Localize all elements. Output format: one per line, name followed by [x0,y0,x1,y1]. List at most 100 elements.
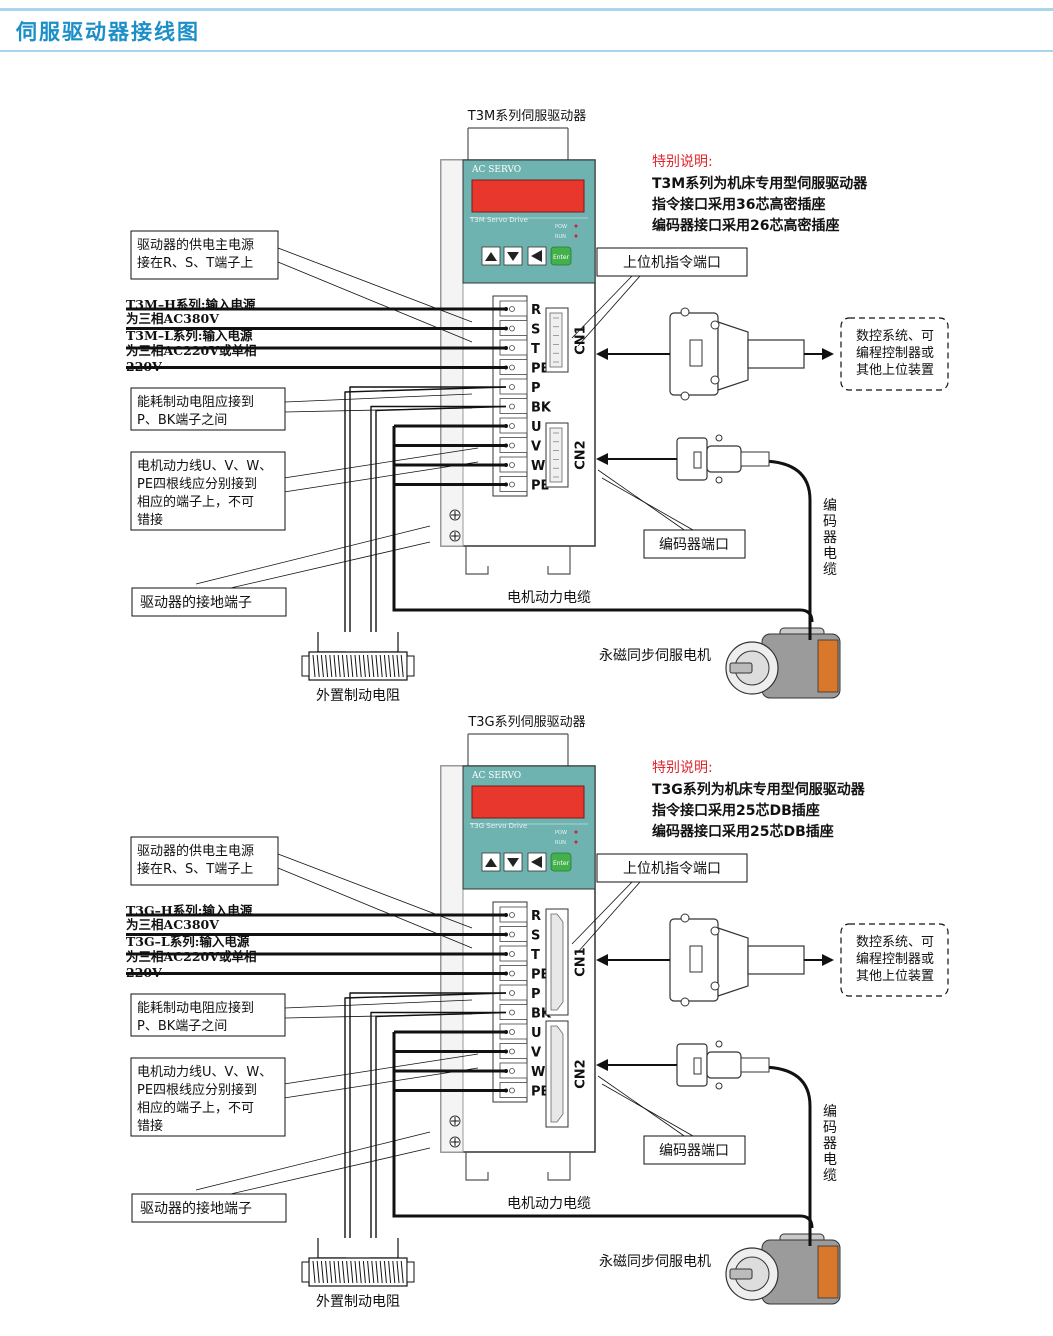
resistor-cap-right [406,1261,415,1283]
callout-power-text: 接在R、S、T端子上 [137,861,253,877]
resistor-coil [396,1260,400,1284]
resistor-coil [362,1260,366,1284]
leader-motor [283,461,479,493]
callout-motor-text: PE四根线应分别接到 [137,1082,257,1098]
model-text: T3G Servo Drive [469,822,527,830]
host-device-text: 其他上位装置 [856,969,934,984]
encoder-plug-hood [706,445,742,473]
callout-ground-text: 驱动器的接地端子 [140,594,252,611]
resistor-coil [400,654,404,678]
wire-dot [504,326,508,331]
host-plug-screw [680,913,690,923]
brake-wire-p-inner [344,386,507,632]
motor-label: 永磁同步伺服电机 [599,648,711,664]
resistor-coil [379,1260,383,1284]
resistor-coil [346,1260,350,1284]
terminal-label: U [531,1026,542,1041]
terminal-label: W [531,459,545,474]
header-bottom-rule [0,50,1053,52]
pow-led [574,224,578,228]
callout-brake-box [130,993,286,1037]
motor-power-cable-label: 电机动力电缆 [507,1196,591,1212]
resistor-coil [333,1260,337,1284]
encoder-plug-body [676,437,708,481]
page-title: 伺服驱动器接线图 [16,19,200,44]
terminal-screw [509,1087,515,1094]
host-arrow-head [596,348,608,360]
callout-brake-text: P、BK端子之间 [137,1019,227,1034]
resistor-coil [392,654,396,678]
power-spec-text: 220V [126,359,162,374]
callout-power-text: 接在R、S、T端子上 [137,255,253,271]
callout-ground-text: 驱动器的接地端子 [140,1200,252,1217]
wire-dot [504,424,508,428]
terminal-label: T [531,948,540,963]
terminal-label: W [531,1065,545,1080]
callout-encoder-port-text: 编码器端口 [659,1143,729,1159]
encoder-cable-label: 编 [823,1104,837,1120]
wire-dot [504,365,508,370]
note-title: 特别说明: [652,760,713,776]
servo-motor [725,1233,841,1305]
run-led [574,840,578,844]
callout-power-box [130,230,279,280]
terminal-label: P [531,381,541,396]
leader-encoder-port [601,477,701,535]
cn1-connector-socket [549,312,563,368]
resistor-coil [341,1260,345,1284]
leader-encoder-port [601,1083,701,1141]
resistor-coil [371,654,375,678]
terminal-label: BK [531,401,552,416]
callout-encoder-port-box [643,529,746,559]
terminal-label: PE [531,1085,549,1100]
terminal-label: T [531,342,540,357]
callout-power-box [130,836,279,886]
resistor-coil [312,1260,316,1284]
terminal-screw [509,951,515,957]
led-display [471,179,585,213]
resistor-coil [383,1260,387,1284]
resistor-coil [350,1260,354,1284]
terminal-screw [509,1068,515,1074]
leader-power [277,261,473,343]
callout-power-text: 驱动器的供电主电源 [137,843,254,859]
terminal-screw [509,325,515,332]
resistor-cap-right [406,655,415,677]
host-device-text: 数控系统、可 [856,329,934,344]
brand-label: AC SERVO [471,165,521,175]
callout-brake-text: 能耗制动电阻应接到 [137,1000,254,1016]
wire-dot [504,913,508,917]
encoder-plug-window [693,1057,702,1075]
leader-ground [195,1147,431,1203]
leader-host-port [571,275,633,339]
drive-title: T3G系列伺服驱动器 [467,715,585,730]
power-spec-text: 220V [126,965,162,980]
encoder-arrow-head [596,453,608,465]
terminal-screw [509,462,515,468]
wire-dot [504,952,508,956]
encoder-cable-label: 电 [823,546,837,562]
note-line: 编码器接口采用26芯高密插座 [652,217,839,234]
leader-brake [284,999,473,1009]
resistor-coil [400,1260,404,1284]
resistor-coil [337,1260,341,1284]
host-plug-screw [710,926,720,936]
resistor-coil [325,654,329,678]
resistor-lead-left [317,632,346,653]
leader-host-port [577,881,641,953]
pow-led-label: POW [555,224,567,230]
leader-power [277,247,473,323]
left-arrow-icon [531,856,542,868]
resistor-coil [316,1260,320,1284]
bottom-mounting-bracket [465,1152,571,1181]
host-plug-screw [680,391,690,401]
terminal-label: PE [531,362,549,377]
leader-ground [195,1131,431,1191]
callout-host-port-box [596,247,748,277]
host-plug-hood [717,321,749,391]
enter-button [550,246,572,266]
motor-shaft [729,1268,753,1280]
terminal-label: U [531,420,542,435]
resistor-coil [396,654,400,678]
top-mounting-bracket [467,127,569,160]
